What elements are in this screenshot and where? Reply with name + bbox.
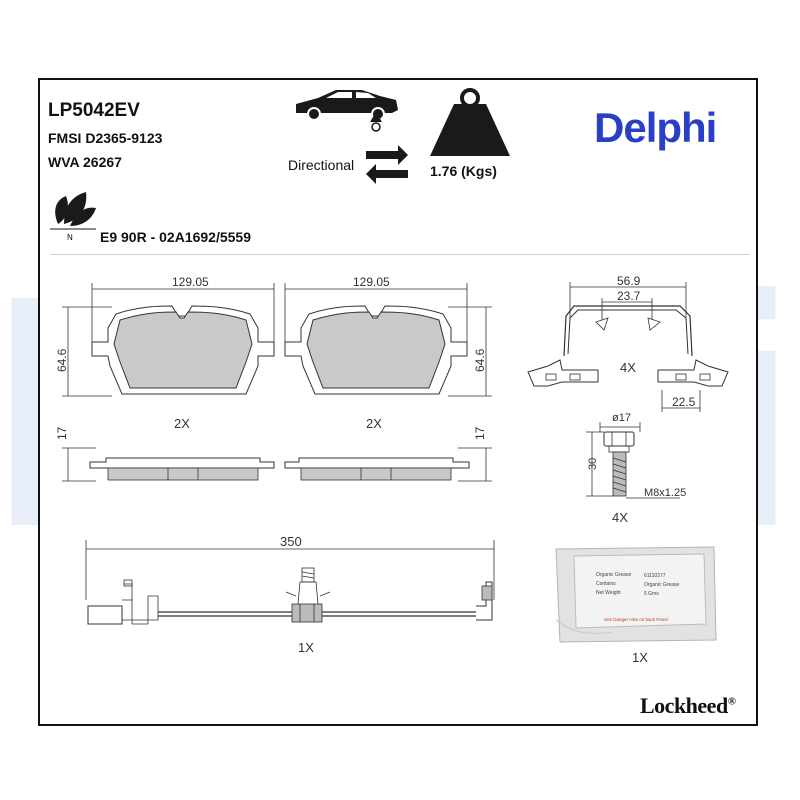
clip-width: 56.9 — [617, 274, 641, 288]
registered-mark: ® — [727, 695, 736, 708]
sensor-length: 350 — [280, 534, 302, 549]
bolt-thread: M8x1.25 — [644, 487, 686, 499]
product-code: LP5042EV — [48, 100, 140, 121]
pad-right-thickness: 17 — [473, 426, 487, 440]
pad-right-width: 129.05 — [353, 275, 390, 289]
footer-brand: Lockheed® — [640, 693, 736, 719]
pad-right-qty: 2X — [366, 416, 382, 431]
bolt-diameter: ø17 — [612, 412, 631, 424]
directional-label: Directional — [288, 157, 355, 173]
bolt-length: 30 — [587, 458, 599, 470]
sachet-warning: See Danger note on back Panel — [604, 617, 668, 622]
pad-left-width: 129.05 — [172, 275, 209, 289]
eco-mark-letter: N — [67, 233, 73, 242]
sachet-line-2: 61110377 — [644, 573, 666, 579]
wva-number: WVA 26267 — [48, 154, 122, 170]
clip-qty: 4X — [620, 360, 636, 375]
footer-brand-name: Lockheed — [640, 693, 728, 718]
sachet-line-5: Net Weight — [596, 590, 621, 596]
weight-value: 1.76 (Kgs) — [430, 163, 497, 179]
header-divider — [50, 254, 750, 255]
pad-right-drawing — [284, 283, 492, 482]
brand-logo: Delphi — [594, 104, 717, 151]
grease-qty: 1X — [632, 650, 648, 665]
bolt-drawing — [586, 422, 680, 499]
certification-number: E9 90R - 02A1692/5559 — [100, 229, 251, 245]
wear-sensor-drawing — [85, 540, 495, 625]
pad-left-height: 64.6 — [55, 348, 69, 372]
fmsi-number: FMSI D2365-9123 — [48, 130, 163, 146]
clip-inner-width: 23.7 — [617, 289, 641, 303]
pad-left-thickness: 17 — [55, 426, 69, 440]
clip-base: 22.5 — [672, 395, 696, 409]
grease-sachet: Organic Grease 61110377 Contains Organic… — [555, 546, 717, 643]
axle-marker-icon — [370, 112, 382, 132]
sachet-line-6: 5 Gms — [644, 591, 659, 597]
car-side-icon — [296, 90, 398, 121]
sachet-line-3: Contains — [596, 581, 616, 587]
clip-drawing — [527, 282, 729, 412]
eco-leaf-icon: N — [50, 192, 96, 242]
weight-icon — [430, 88, 510, 156]
pad-left-qty: 2X — [174, 416, 190, 431]
sachet-line-1: Organic Grease — [596, 572, 632, 578]
pad-right-height: 64.6 — [473, 348, 487, 372]
sachet-line-4: Organic Grease — [644, 582, 680, 588]
bolt-qty: 4X — [612, 510, 628, 525]
directional-arrows-icon — [366, 145, 408, 184]
pad-left-drawing — [62, 283, 275, 482]
sensor-qty: 1X — [298, 640, 314, 655]
